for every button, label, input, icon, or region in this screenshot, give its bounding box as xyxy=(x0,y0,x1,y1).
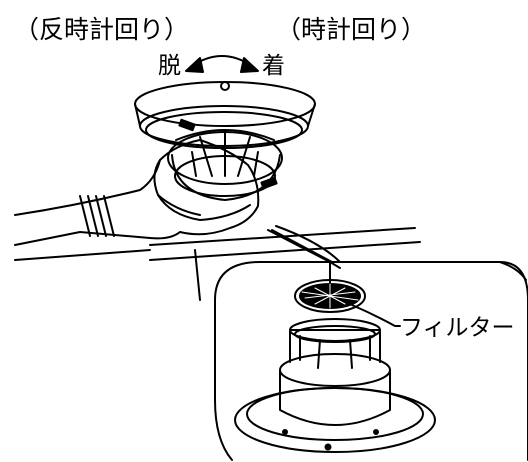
filter-disc xyxy=(294,279,401,327)
hand xyxy=(14,139,260,261)
remove-label: 脱 xyxy=(158,53,181,79)
counterclockwise-label: （反時計回り） xyxy=(14,15,190,44)
detail-callout-frame xyxy=(214,225,528,461)
attach-label: 着 xyxy=(262,53,285,79)
clockwise-label: （時計回り） xyxy=(276,15,427,44)
filter-label: フィルター xyxy=(400,315,515,341)
smoke-detector xyxy=(134,81,316,201)
rotation-arrow-icon xyxy=(185,55,259,73)
base-unit xyxy=(234,318,436,453)
ceiling-lines xyxy=(149,227,421,301)
